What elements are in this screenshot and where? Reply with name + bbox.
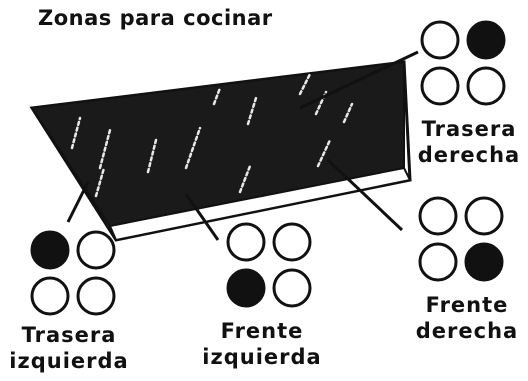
zone-label-frente-izquierda: Frente izquierda bbox=[192, 318, 332, 370]
leader-line-trasera-derecha bbox=[299, 50, 419, 110]
zone-label-line-1: Trasera bbox=[421, 117, 517, 141]
zone-label-frente-derecha: Frente derecha bbox=[406, 292, 528, 344]
zone-label-line-2: izquierda bbox=[202, 345, 322, 369]
zone-label-line-2: derecha bbox=[417, 143, 521, 167]
zone-label-line-1: Frente bbox=[220, 319, 304, 343]
burner-bottom-right bbox=[272, 268, 312, 308]
burner-top-left bbox=[418, 196, 458, 236]
leader-line-frente-izquierda bbox=[184, 193, 220, 241]
burner-indicator-frente-izquierda bbox=[226, 222, 312, 308]
burner-indicator-trasera-izquierda bbox=[30, 230, 116, 316]
burner-indicator-trasera-derecha bbox=[420, 20, 506, 106]
burner-top-left bbox=[30, 230, 70, 270]
burner-bottom-right bbox=[466, 66, 506, 106]
cooktop-front-rim bbox=[108, 166, 412, 242]
leader-line-trasera-izquierda bbox=[66, 181, 90, 223]
burner-bottom-right bbox=[464, 242, 504, 282]
burner-top-right bbox=[272, 222, 312, 262]
burner-bottom-left bbox=[420, 66, 460, 106]
burner-top-right bbox=[466, 20, 506, 60]
burner-top-left bbox=[420, 20, 460, 60]
cooktop bbox=[29, 60, 412, 242]
surface-reflections bbox=[70, 72, 354, 198]
leader-line-frente-derecha bbox=[326, 158, 404, 232]
burner-top-right bbox=[76, 230, 116, 270]
diagram-title: Zonas para cocinar bbox=[38, 6, 273, 30]
zone-label-line-2: derecha bbox=[415, 319, 519, 343]
zone-label-trasera-izquierda: Trasera izquierda bbox=[2, 322, 136, 374]
burner-indicator-frente-derecha bbox=[418, 196, 504, 282]
burner-bottom-left bbox=[226, 268, 266, 308]
burner-bottom-left bbox=[30, 276, 70, 316]
burner-bottom-left bbox=[418, 242, 458, 282]
burner-top-right bbox=[464, 196, 504, 236]
burner-top-left bbox=[226, 222, 266, 262]
zone-label-line-2: izquierda bbox=[9, 349, 129, 373]
leader-lines bbox=[66, 50, 419, 241]
zone-label-trasera-derecha: Trasera derecha bbox=[410, 116, 528, 168]
zone-label-line-1: Frente bbox=[425, 293, 509, 317]
burner-bottom-right bbox=[76, 276, 116, 316]
zone-label-line-1: Trasera bbox=[21, 323, 117, 347]
